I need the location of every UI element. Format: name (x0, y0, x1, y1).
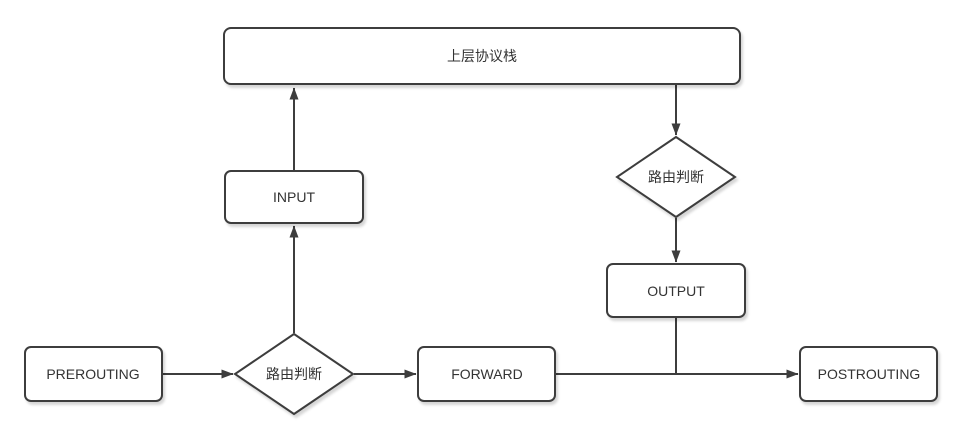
prerouting-box (24, 346, 163, 402)
output-label: OUTPUT (647, 283, 705, 299)
routing-decision-upper-label: 路由判断 (648, 169, 704, 185)
postrouting-box (799, 346, 938, 402)
forward-label: FORWARD (451, 366, 523, 382)
node-forward: FORWARD (417, 346, 556, 402)
node-prerouting: PREROUTING (24, 346, 163, 402)
node-input: INPUT (224, 170, 364, 224)
forward-box (417, 346, 556, 402)
node-routing-decision-upper: 路由判断 (615, 135, 737, 219)
input-box (224, 170, 364, 224)
protocol-stack-label: 上层协议栈 (447, 48, 517, 64)
routing-decision-upper-diamond (615, 135, 737, 219)
node-output: OUTPUT (606, 263, 746, 318)
node-postrouting: POSTROUTING (799, 346, 938, 402)
output-box (606, 263, 746, 318)
postrouting-label: POSTROUTING (818, 366, 921, 382)
input-label: INPUT (273, 189, 315, 205)
protocol-stack-box (223, 27, 741, 85)
prerouting-label: PREROUTING (46, 366, 139, 382)
routing-decision-lower-label: 路由判断 (266, 366, 322, 382)
node-routing-decision-lower: 路由判断 (233, 332, 355, 416)
edges (162, 85, 799, 379)
node-protocol-stack: 上层协议栈 (223, 27, 741, 85)
routing-decision-lower-diamond (233, 332, 355, 416)
